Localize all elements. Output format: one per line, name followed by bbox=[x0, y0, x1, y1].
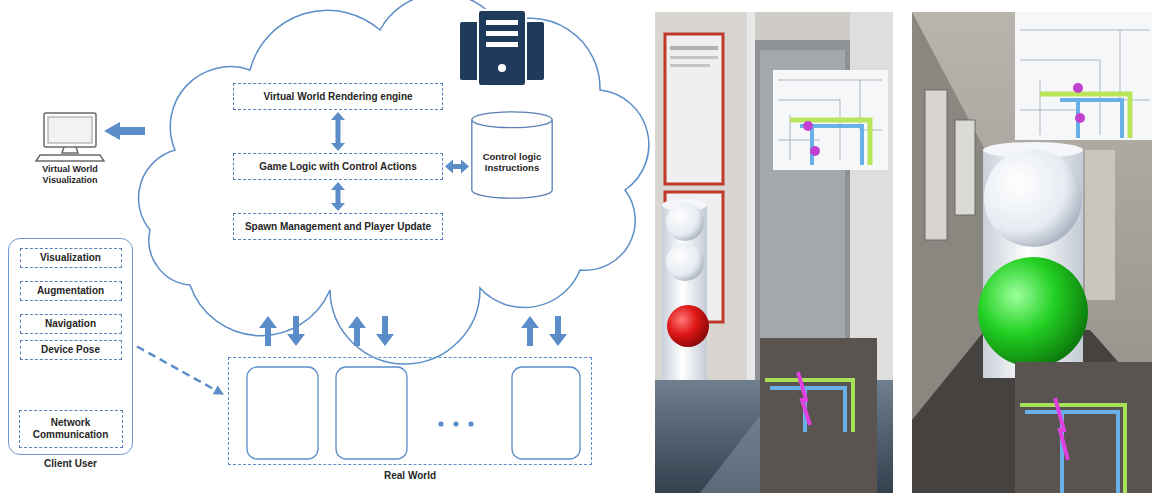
dashed-arrow bbox=[137, 347, 224, 395]
process-box: Navigation bbox=[20, 314, 122, 334]
dashed-line bbox=[137, 347, 215, 390]
device-box bbox=[247, 367, 318, 459]
process-box: Augmentation bbox=[20, 281, 122, 301]
ar-screenshot bbox=[655, 12, 893, 493]
cylinder-top bbox=[472, 112, 552, 128]
ar-screenshot bbox=[912, 12, 1152, 493]
icon-caption: Virtual World Visualization bbox=[20, 164, 120, 186]
block-arrow bbox=[331, 112, 345, 151]
block-arrow bbox=[331, 182, 345, 211]
sync-arrows bbox=[259, 316, 567, 346]
box-label: Spawn Management and Player Update bbox=[245, 221, 431, 233]
box-label: Game Logic with Control Actions bbox=[259, 161, 416, 173]
process-box: Network Communication bbox=[19, 410, 123, 448]
box-label: Control logic Instructions bbox=[471, 151, 553, 174]
block-arrow bbox=[445, 160, 469, 174]
cylinder-body bbox=[472, 120, 552, 198]
ellipsis-dots bbox=[438, 421, 473, 426]
database-cylinder: Control logic Instructions bbox=[471, 111, 553, 199]
process-box: Virtual World Rendering engine bbox=[233, 83, 443, 110]
group-heading: Client User bbox=[44, 458, 97, 469]
arrow-head bbox=[213, 386, 224, 395]
box-label: Virtual World Rendering engine bbox=[263, 91, 412, 103]
cloud-outline bbox=[139, 0, 649, 364]
group-heading: Real World bbox=[384, 470, 436, 481]
process-box: Visualization bbox=[20, 248, 122, 268]
device-box bbox=[512, 367, 580, 459]
output-arrow bbox=[104, 122, 145, 140]
box-label: Augmentation bbox=[37, 285, 104, 297]
real-world-region: Real World bbox=[228, 357, 592, 465]
box-label: Navigation bbox=[45, 318, 96, 330]
box-label: Network Communication bbox=[24, 417, 118, 441]
box-label: Visualization bbox=[40, 252, 101, 264]
process-box: Spawn Management and Player Update bbox=[233, 213, 443, 240]
process-box: Game Logic with Control Actions bbox=[233, 153, 443, 180]
device-box bbox=[336, 367, 407, 459]
client-panel: Client UserVisualizationAugmentationNavi… bbox=[8, 238, 133, 455]
process-box: Device Pose bbox=[20, 340, 122, 360]
computer-icon bbox=[36, 113, 104, 161]
box-label: Device Pose bbox=[41, 344, 100, 356]
server-icon bbox=[460, 10, 544, 86]
